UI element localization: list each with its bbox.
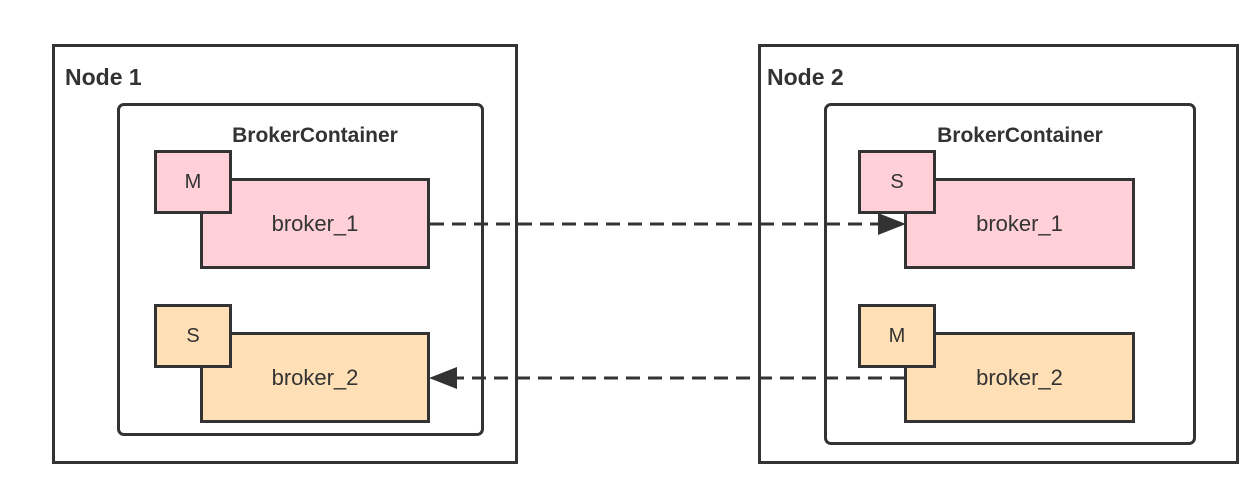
node-1-broker-1-label: broker_1: [271, 210, 359, 236]
arrowhead-right-icon: [878, 213, 906, 235]
node-1-broker-2-label: broker_2: [271, 364, 359, 390]
node-2-broker-1-role: S: [890, 170, 904, 193]
node-2-broker-2-role: M: [888, 324, 906, 347]
node-2-broker-1-role-badge: S: [858, 150, 936, 214]
node-1-broker-2-role: S: [186, 324, 200, 347]
replication-arrow-broker-2: [429, 367, 904, 389]
node-2-broker-2-label: broker_2: [976, 364, 1063, 390]
node-1-broker-1-role-badge: M: [154, 150, 232, 214]
node-2-broker-2: broker_2: [904, 332, 1135, 423]
node-1-broker-2-role-badge: S: [154, 304, 232, 368]
node-2-title: Node 2: [767, 64, 844, 90]
node-2-container-title: BrokerContainer: [937, 124, 1103, 147]
node-2-broker-1: broker_1: [904, 178, 1135, 269]
arrowhead-left-icon: [429, 367, 457, 389]
node-1-title: Node 1: [65, 64, 142, 90]
node-1-broker-2: broker_2: [200, 332, 430, 423]
node-1-container-title: BrokerContainer: [232, 124, 398, 147]
node-2-broker-2-role-badge: M: [858, 304, 936, 368]
node-1-broker-1-role: M: [184, 170, 202, 193]
replication-arrow-broker-1: [430, 213, 906, 235]
node-2-broker-1-label: broker_1: [976, 210, 1063, 236]
node-1-broker-1: broker_1: [200, 178, 430, 269]
